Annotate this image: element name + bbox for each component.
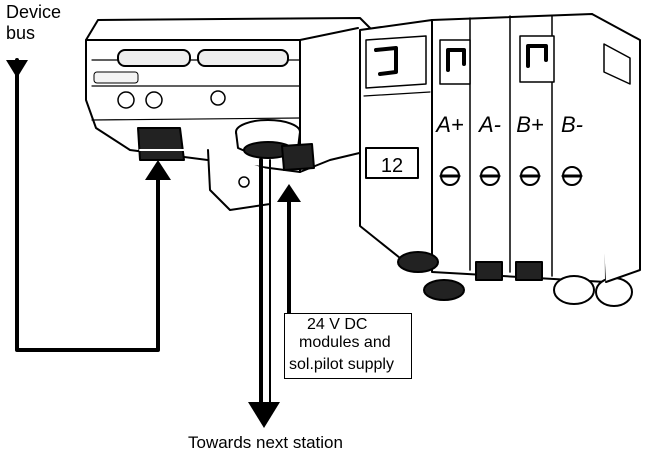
arrow-up-icon (145, 160, 171, 180)
arrow-up-icon (277, 184, 301, 202)
rotary-switch (117, 91, 135, 109)
device-bus-label-line2: bus (6, 23, 36, 43)
towards-next-station-label: Towards next station (188, 433, 343, 452)
arrow-down-icon (248, 402, 280, 428)
rotary-switch (145, 91, 163, 109)
supply-label-line2: modules and (299, 334, 391, 351)
tag-module: 12 (359, 19, 433, 259)
power-supply-line (277, 184, 301, 315)
supply-label-box: 24 V DC modules and sol.pilot supply (284, 313, 412, 379)
device-bus-label-line1: Device (6, 2, 62, 22)
module-label-b-plus: B+ (516, 112, 544, 137)
next-station-arrow (248, 158, 280, 428)
tag-number: 12 (381, 155, 403, 177)
interface-module (85, 17, 373, 211)
supply-label-line3: sol.pilot supply (289, 356, 394, 373)
arrow-down-icon (6, 60, 28, 78)
device-bus-cable (6, 58, 171, 352)
led-badge-bus (117, 49, 191, 67)
module-label-a-plus: A+ (434, 112, 464, 137)
device-bus-label: Device bus (6, 2, 61, 44)
tag-plate (365, 147, 419, 179)
supply-label-line1: 24 V DC (307, 316, 368, 333)
power-connector (235, 119, 315, 171)
module-label-b-minus: B- (561, 112, 583, 137)
valve-modules: A+ A- B+ B- (397, 13, 641, 307)
module-label-a-minus: A- (477, 112, 501, 137)
led-badge-output (197, 49, 289, 67)
bus-connector (137, 127, 185, 161)
